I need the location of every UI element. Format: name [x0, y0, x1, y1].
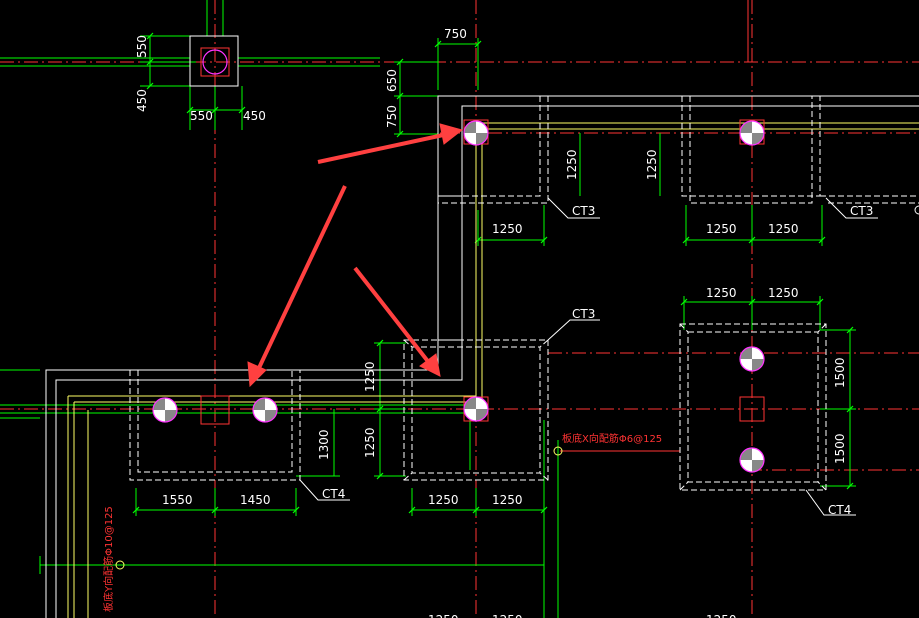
- dim-1250-bottom-a: 1250: [428, 613, 459, 618]
- dim-1250-mid-a: 1250: [428, 493, 459, 507]
- rebar-y-annotation: 板底Y向配筋Φ10@125: [102, 506, 115, 612]
- label-ct3-top-middle: CT3: [572, 204, 595, 218]
- rebar-x-annotation: 板底X向配筋Φ6@125: [562, 432, 662, 445]
- pile-ct4-left-b: [252, 397, 278, 423]
- dim-1250-mid-b: 1250: [492, 493, 523, 507]
- annotation-arrows: [247, 123, 464, 388]
- dim-550-horizontal: 550: [190, 109, 213, 123]
- pile-ct4-right-lower: [739, 447, 765, 473]
- pile-top-left: [463, 120, 489, 146]
- dimension-texts: 550 450 550 450 750 650 750 1250 1250 12…: [135, 27, 847, 618]
- pile-cap-labels: CT3 CT3 CT3 CT4 CT4: [322, 204, 873, 517]
- dim-550-vertical: 550: [135, 35, 149, 58]
- dim-1500-lower: 1500: [833, 433, 847, 464]
- dim-1550: 1550: [162, 493, 193, 507]
- dim-650-vertical: 650: [385, 69, 399, 92]
- label-leaders: [299, 197, 878, 516]
- dim-450-horizontal: 450: [243, 109, 266, 123]
- dim-450-vertical: 450: [135, 89, 149, 112]
- dim-1450: 1450: [240, 493, 271, 507]
- dim-1500-upper: 1500: [833, 357, 847, 388]
- dim-1250-right-ct-b: 1250: [768, 286, 799, 300]
- label-ct4-left: CT4: [322, 487, 345, 501]
- pile-ct4-right-upper: [739, 346, 765, 372]
- dim-1250-top-row-c: 1250: [768, 222, 799, 236]
- dim-1250-ct3-vert-a: 1250: [565, 149, 579, 180]
- label-ct4-right: CT4: [828, 503, 851, 517]
- pile-ct3-middle: [463, 396, 489, 422]
- arrow-2-to-left-ct4: [247, 185, 347, 388]
- dim-1250-mid-vert-a: 1250: [363, 361, 377, 392]
- pile-ct4-left-a: [152, 397, 178, 423]
- dim-1250-right-ct-a: 1250: [706, 286, 737, 300]
- dim-1250-mid-vert-b: 1250: [363, 427, 377, 458]
- label-ct3-top-right: CT3: [850, 204, 873, 218]
- arrow-1-to-top-pile: [317, 123, 464, 164]
- dim-1250-bottom-b: 1250: [492, 613, 523, 618]
- dim-1250-bottom-c: 1250: [706, 613, 737, 618]
- dim-750-vertical: 750: [385, 105, 399, 128]
- pile-caps-dashed: [129, 96, 919, 491]
- dim-1250-ct3-vert-b: 1250: [645, 149, 659, 180]
- pile-small-column: [202, 49, 228, 75]
- edge-marks: [914, 205, 919, 215]
- dim-1300-vertical: 1300: [317, 429, 331, 460]
- dim-1250-top-row-b: 1250: [706, 222, 737, 236]
- piles: [152, 49, 765, 473]
- pile-top-right: [739, 120, 765, 146]
- arrow-3-to-middle-ct3: [353, 266, 441, 377]
- label-ct3-middle: CT3: [572, 307, 595, 321]
- dim-1250-top-row-a: 1250: [492, 222, 523, 236]
- rebar-markers: [115, 446, 563, 570]
- rebar-annotations: 板底X向配筋Φ6@125 板底Y向配筋Φ10@125: [102, 432, 662, 612]
- dimension-ticks: [132, 32, 854, 514]
- dimension-lines: [0, 0, 856, 618]
- dim-750-top: 750: [444, 27, 467, 41]
- rebar-lines: [67, 122, 919, 618]
